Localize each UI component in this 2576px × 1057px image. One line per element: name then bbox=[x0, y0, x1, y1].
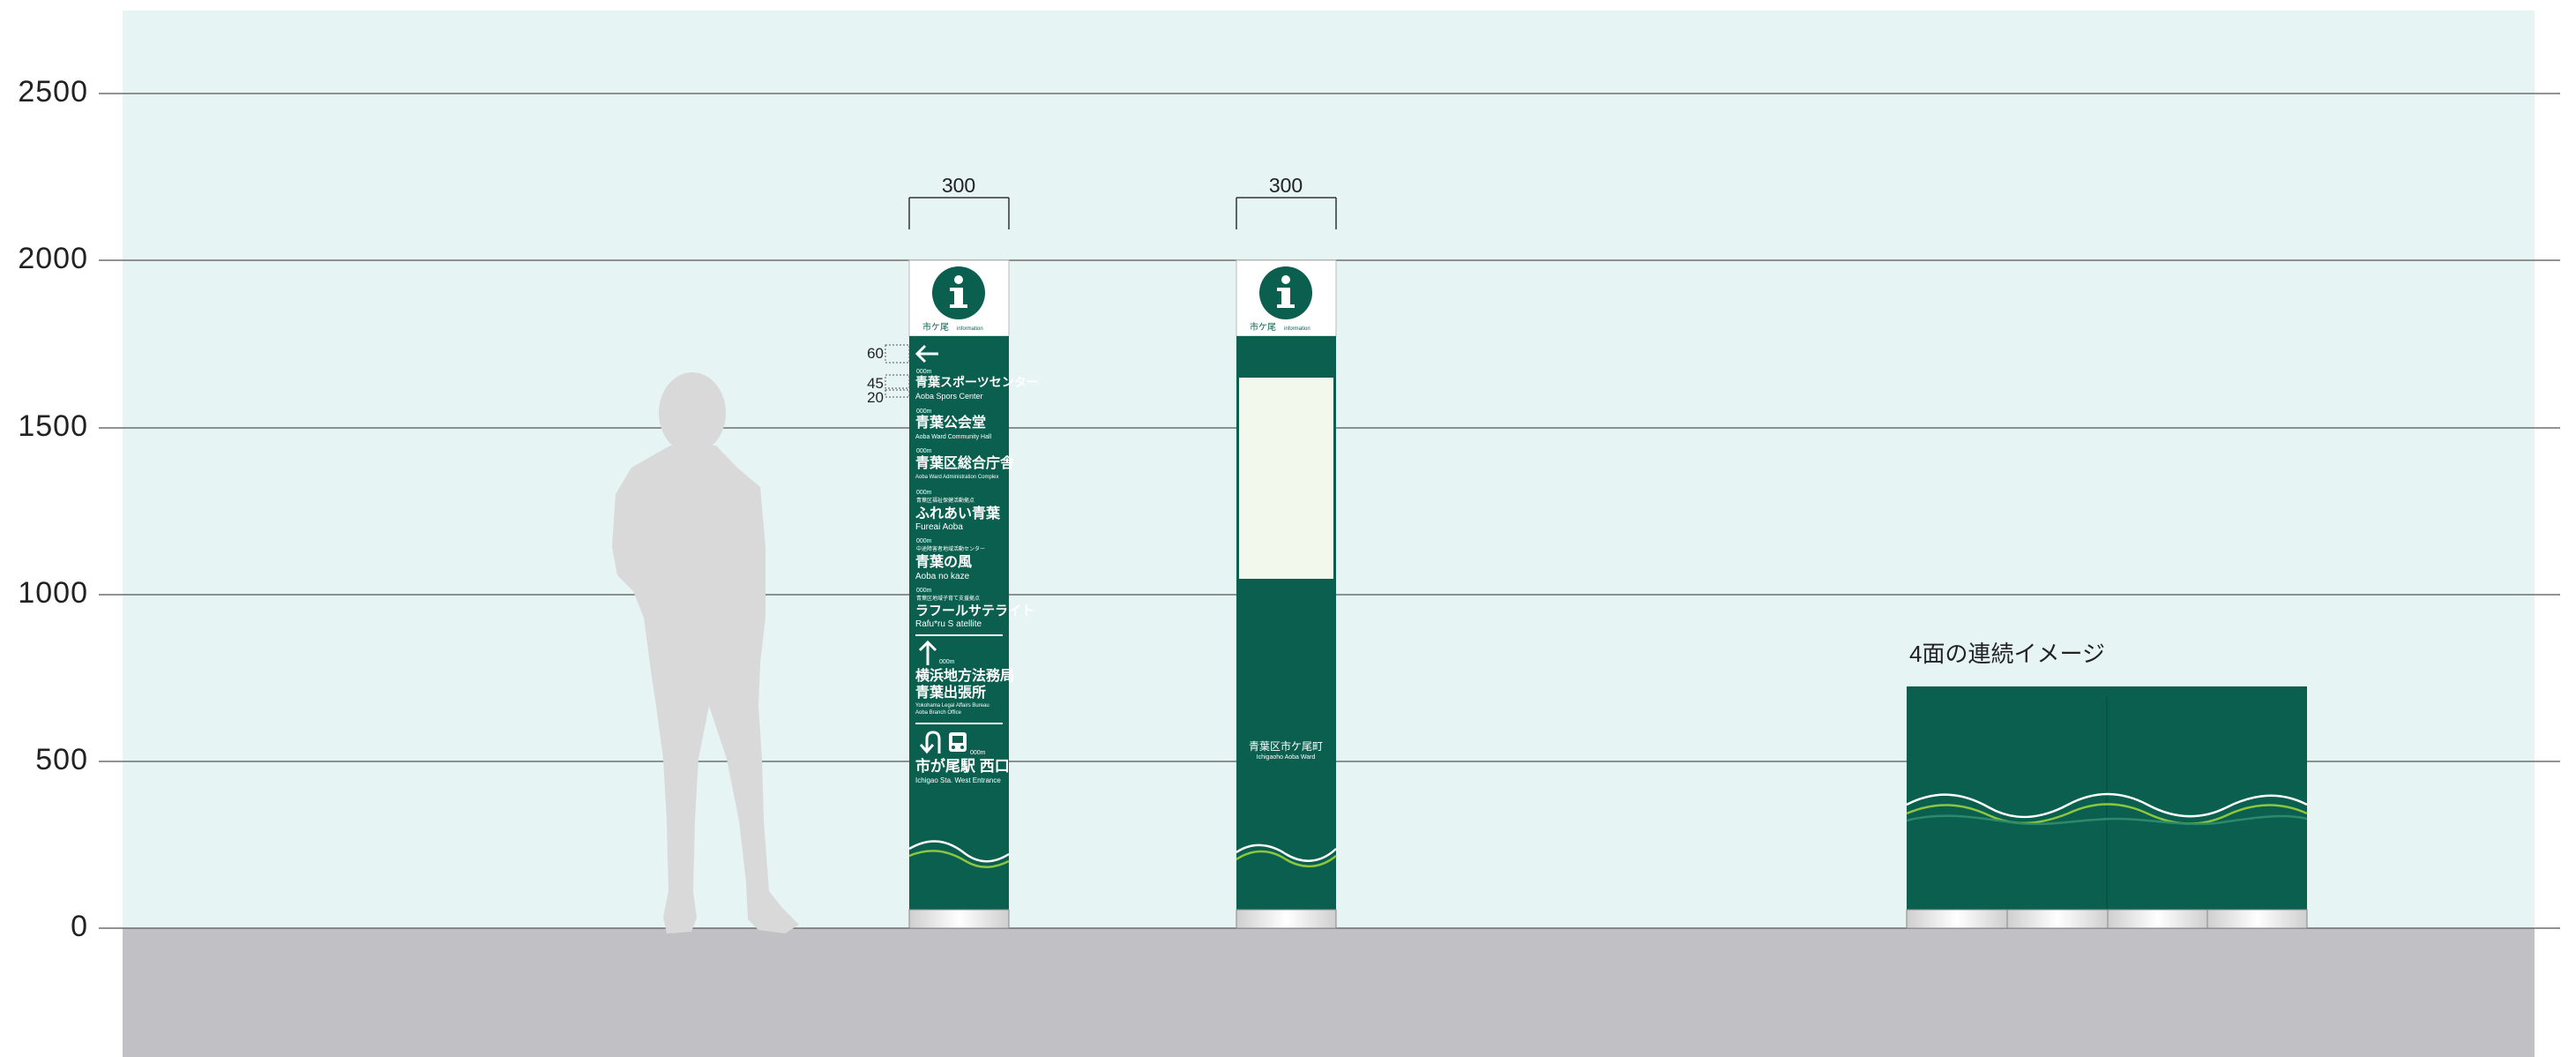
sign-1-up-en-2: Aoba Branch Office bbox=[915, 710, 962, 716]
panorama-bases bbox=[1906, 909, 2308, 929]
svg-text:青葉区地域子育て支援拠点: 青葉区地域子育て支援拠点 bbox=[916, 595, 980, 602]
panorama-title: 4面の連続イメージ bbox=[1909, 641, 2105, 667]
sign-1-entry-2: 000m 青葉公会堂 Aoba Ward Community Hall bbox=[915, 409, 992, 440]
sign-1-width-label: 300 bbox=[942, 174, 975, 197]
svg-text:Aoba Spors Center: Aoba Spors Center bbox=[915, 392, 983, 401]
sign-1-station-jp: 市が尾駅 西口 bbox=[915, 757, 1010, 775]
svg-text:Rafu*ru S atellite: Rafu*ru S atellite bbox=[915, 619, 982, 629]
axis-label-1500: 1500 bbox=[18, 409, 88, 443]
panorama-wave-decoration bbox=[1906, 792, 2308, 826]
panorama-base-4 bbox=[2206, 909, 2308, 929]
sign-1-train-icon bbox=[949, 732, 967, 752]
sign-1-turn-arrow-icon bbox=[919, 731, 941, 754]
svg-text:Fureai Aoba: Fureai Aoba bbox=[915, 522, 963, 532]
svg-text:Aoba no kaze: Aoba no kaze bbox=[915, 572, 970, 581]
human-silhouette bbox=[612, 372, 799, 933]
sign-1-entry-4: 000m 青葉区福祉保健活動拠点 ふれあい青葉 Fureai Aoba bbox=[915, 490, 1001, 532]
svg-text:青葉区総合庁舎: 青葉区総合庁舎 bbox=[915, 454, 1015, 471]
svg-text:青葉スポーツセンター: 青葉スポーツセンター bbox=[915, 375, 1039, 389]
svg-text:000m: 000m bbox=[916, 409, 932, 415]
axis-label-2500: 2500 bbox=[18, 75, 88, 109]
panorama: 4面の連続イメージ bbox=[1906, 641, 2308, 929]
sign-2-header-caption-sub: information bbox=[1284, 326, 1310, 332]
sign-2-area-jp: 青葉区市ケ尾町 bbox=[1249, 739, 1323, 753]
panorama-base-1 bbox=[1906, 909, 2008, 929]
sign-1-up-jp-2: 青葉出張所 bbox=[915, 684, 986, 701]
sign-1-station-en: Ichigao Sta. West Entrance bbox=[915, 776, 1001, 784]
sign-1-body bbox=[909, 336, 1009, 910]
axis-label-0: 0 bbox=[71, 910, 88, 943]
sign-1-margin-dim-20: 20 bbox=[867, 389, 884, 406]
sign-1-entry-3: 000m 青葉区総合庁舎 Aoba Ward Administration Co… bbox=[915, 448, 1015, 480]
sign-1-width-dimension bbox=[908, 197, 1010, 229]
svg-text:青葉区福祉保健活動拠点: 青葉区福祉保健活動拠点 bbox=[916, 497, 974, 504]
svg-text:Aoba Ward Administration Compl: Aoba Ward Administration Complex bbox=[915, 475, 999, 480]
svg-text:中途障害者地域活動センター: 中途障害者地域活動センター bbox=[916, 545, 985, 552]
sign-1-header-caption-sub: information bbox=[957, 326, 983, 332]
sign-1-margin-dims bbox=[885, 344, 910, 398]
sign-1-station-dist: 000m bbox=[970, 750, 986, 756]
sign-1-base bbox=[908, 909, 1010, 929]
svg-text:Aoba Ward Community Hall: Aoba Ward Community Hall bbox=[915, 434, 992, 440]
sign-2-wave-decoration bbox=[1236, 843, 1337, 868]
sign-1-entry-1: 000m 青葉スポーツセンター Aoba Spors Center bbox=[915, 369, 1039, 401]
svg-text:000m: 000m bbox=[916, 369, 932, 375]
sign-1-up-jp-1: 横浜地方法務局 bbox=[915, 667, 1014, 684]
sign-2-width-dimension bbox=[1236, 197, 1337, 229]
sign-1-up-arrow-icon bbox=[918, 640, 937, 665]
svg-text:ラフールサテライト: ラフールサテライト bbox=[915, 603, 1034, 618]
panorama-base-2 bbox=[2006, 909, 2109, 929]
sign-1-header-caption: 市ケ尾 bbox=[922, 321, 949, 333]
sign-1-up-dist: 000m bbox=[939, 659, 955, 665]
sign-1-wave-decoration bbox=[908, 840, 1010, 868]
sign-2: 300 市ケ尾 information 青葉区市ケ尾町 Ichigaoho Ao… bbox=[1236, 174, 1337, 929]
sign-2-area-en: Ichigaoho Aoba Ward bbox=[1257, 754, 1316, 761]
svg-text:000m: 000m bbox=[916, 538, 932, 544]
sign-1-margin-dim-60: 60 bbox=[867, 345, 884, 362]
sign-1-margin-dim-45: 45 bbox=[867, 375, 884, 392]
sign-2-header-caption: 市ケ尾 bbox=[1250, 321, 1276, 333]
sign-1: 300 市ケ尾 information 60 45 20 000m 青葉スポーツ… bbox=[867, 174, 1039, 929]
panorama-base-3 bbox=[2107, 909, 2208, 929]
sign-1-entry-5: 000m 中途障害者地域活動センター 青葉の風 Aoba no kaze bbox=[915, 538, 985, 581]
sign-1-left-arrow-icon bbox=[915, 344, 938, 364]
axis-labels: 2500 2000 1500 1000 500 0 bbox=[18, 75, 88, 943]
axis-label-2000: 2000 bbox=[18, 242, 88, 275]
sign-2-map-panel bbox=[1239, 378, 1333, 579]
svg-text:ふれあい青葉: ふれあい青葉 bbox=[915, 505, 1001, 521]
sign-2-width-label: 300 bbox=[1269, 174, 1303, 197]
sign-1-entry-6: 000m 青葉区地域子育て支援拠点 ラフールサテライト Rafu*ru S at… bbox=[915, 588, 1034, 629]
sign-1-up-en-1: Yokohama Legal Affairs Bureau bbox=[915, 703, 989, 708]
axis-label-1000: 1000 bbox=[18, 576, 88, 610]
axis-label-500: 500 bbox=[35, 743, 88, 776]
sign-2-base bbox=[1236, 909, 1337, 929]
svg-text:青葉の風: 青葉の風 bbox=[915, 553, 972, 570]
svg-text:000m: 000m bbox=[916, 490, 932, 496]
ground bbox=[123, 928, 2535, 1057]
svg-text:000m: 000m bbox=[916, 588, 932, 594]
svg-text:青葉公会堂: 青葉公会堂 bbox=[915, 414, 986, 431]
svg-text:000m: 000m bbox=[916, 448, 932, 454]
